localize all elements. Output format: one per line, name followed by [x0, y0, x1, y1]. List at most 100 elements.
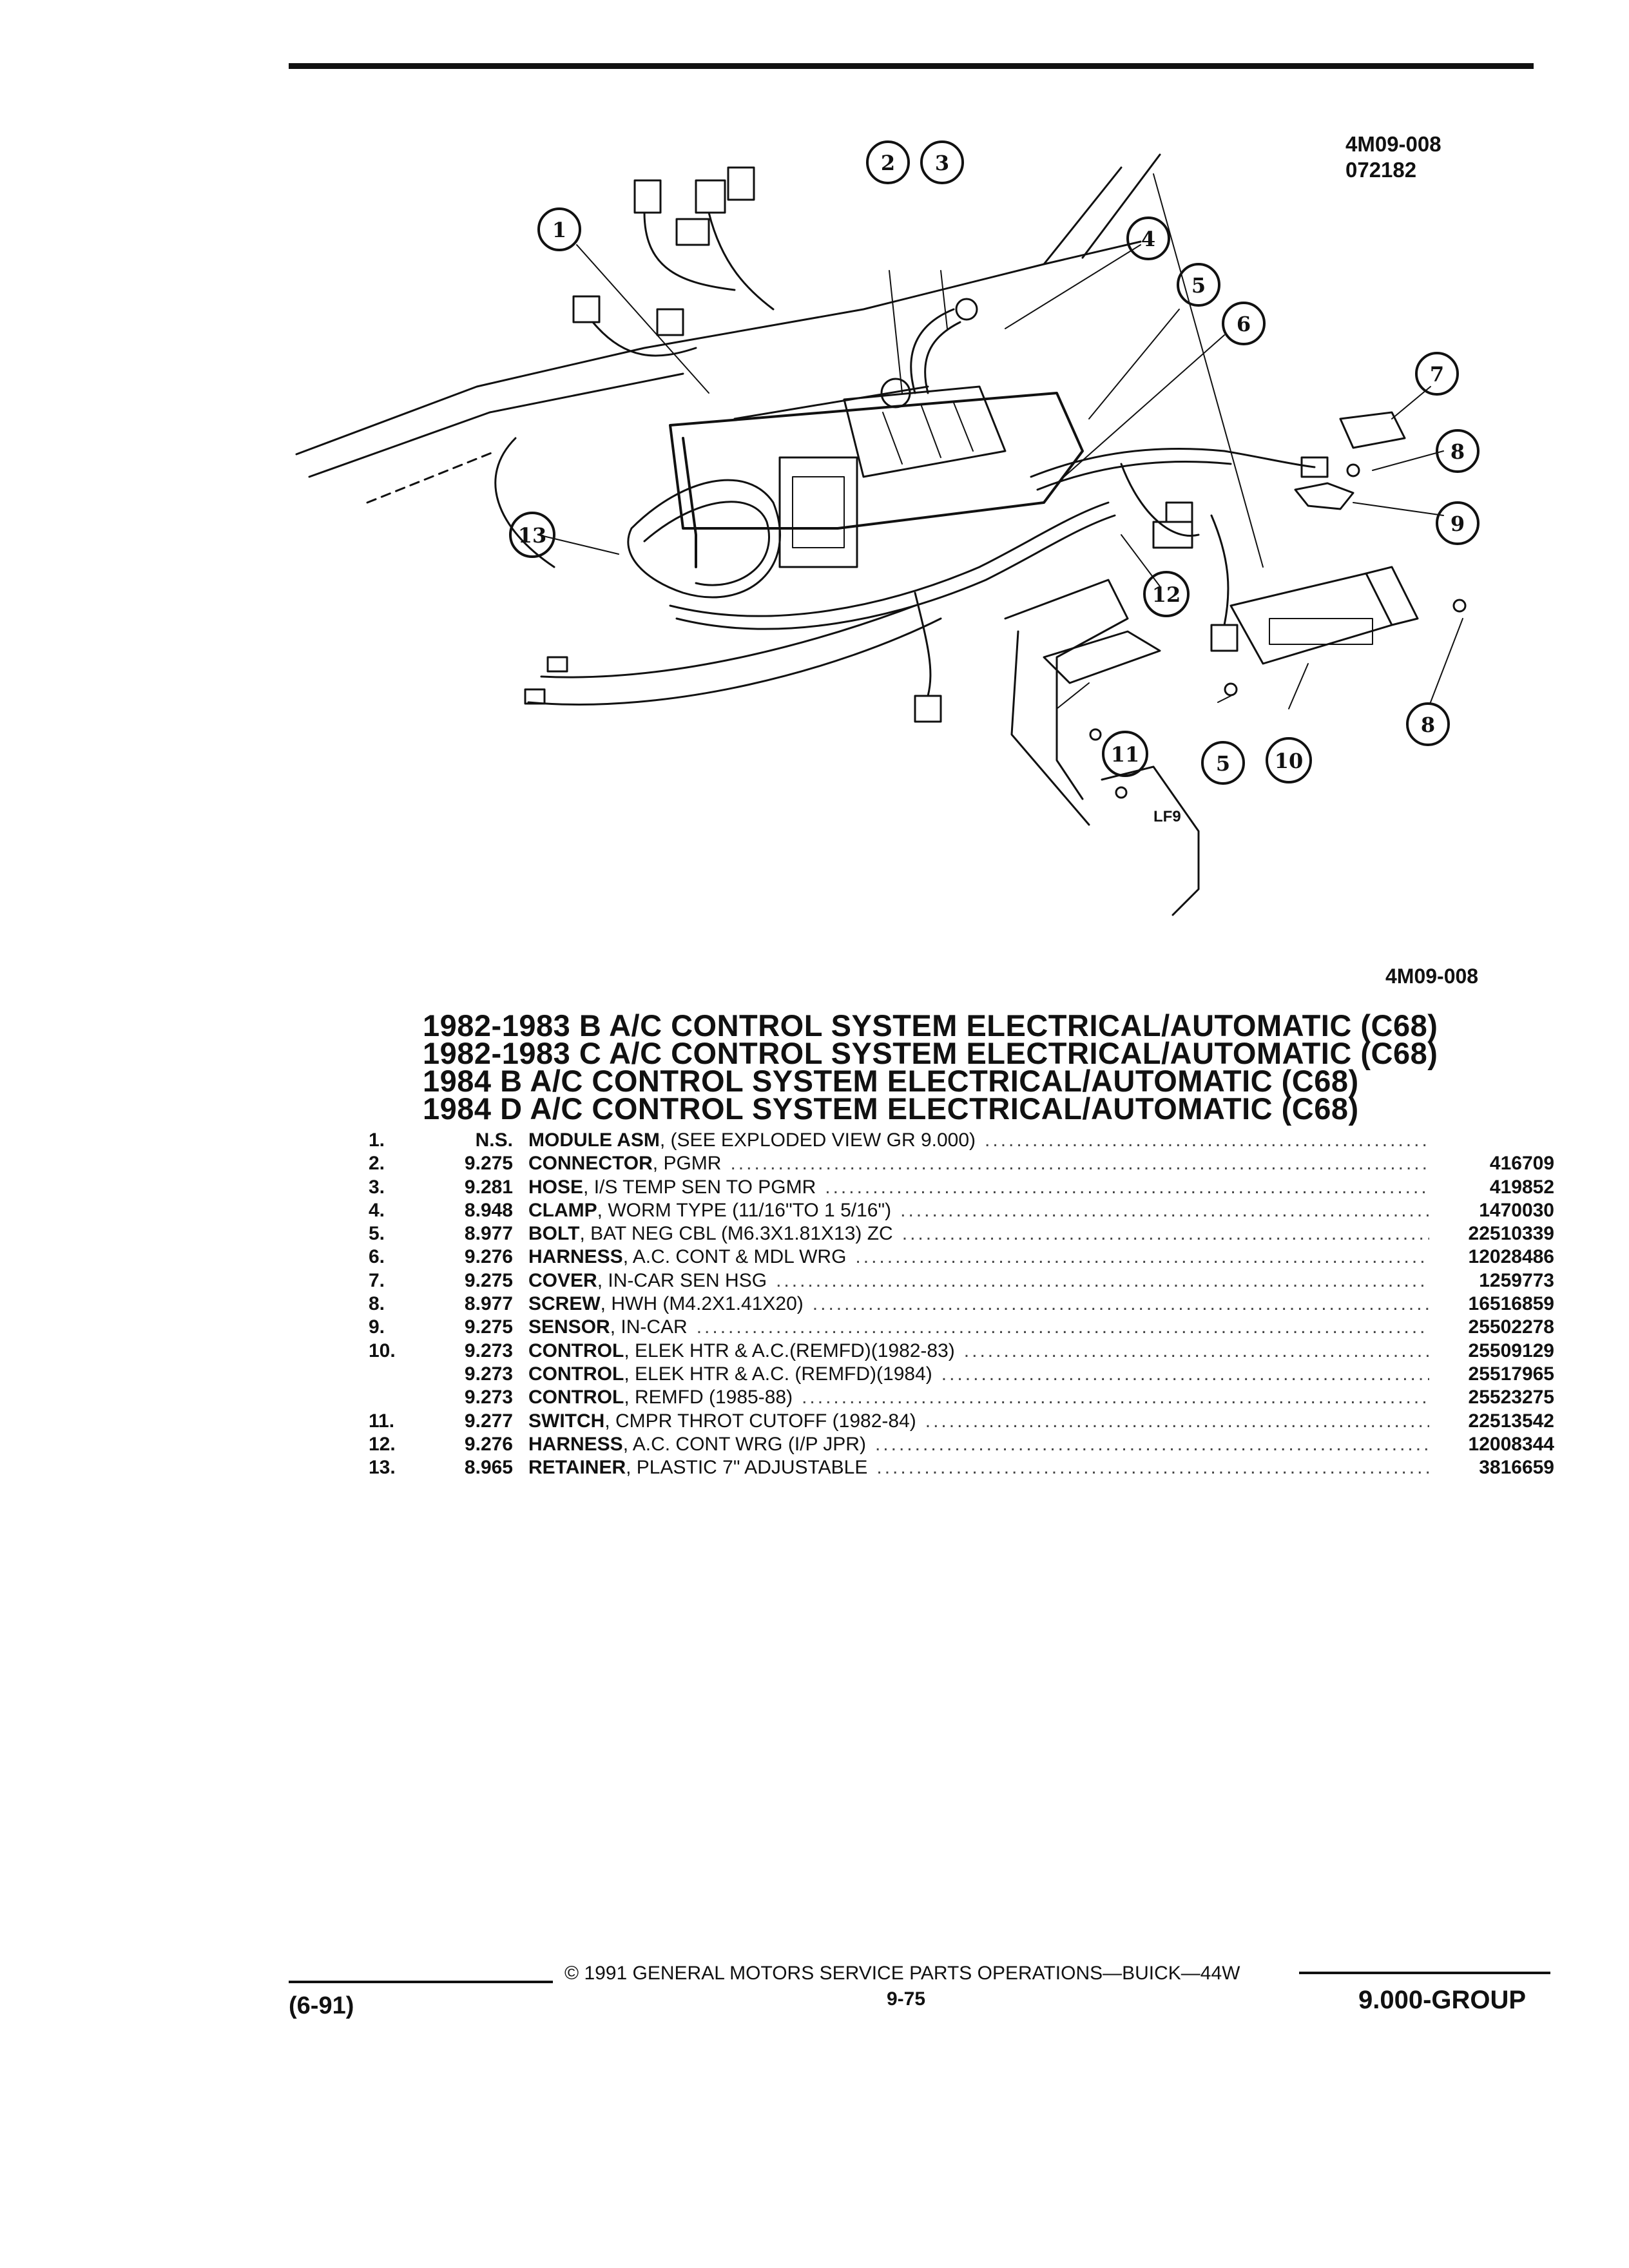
- section-title: 1982-1983 B A/C CONTROL SYSTEM ELECTRICA…: [423, 1008, 1438, 1043]
- part-description: , IN-CAR: [610, 1316, 688, 1338]
- page-number: 9-75: [887, 1988, 926, 2010]
- part-item-number: 3.: [369, 1176, 385, 1198]
- part-description: , HWH (M4.2X1.41X20): [600, 1293, 804, 1315]
- part-item-number: 11.: [369, 1410, 395, 1432]
- svg-text:5: 5: [1216, 751, 1230, 776]
- svg-text:13: 13: [518, 523, 547, 548]
- part-group-number: 9.273: [464, 1340, 513, 1361]
- part-name: HARNESS: [528, 1433, 623, 1455]
- dot-leader: ........................................…: [941, 1363, 1429, 1385]
- group-label: 9.000-GROUP: [1358, 1986, 1527, 2014]
- dashboard-outline: [295, 153, 1264, 568]
- copyright-line: © 1991 GENERAL MOTORS SERVICE PARTS OPER…: [564, 1963, 1240, 1984]
- part-name: SCREW: [528, 1293, 601, 1315]
- svg-text:8: 8: [1421, 713, 1435, 737]
- part-group-number: 9.273: [464, 1363, 513, 1385]
- wiring-harness: [527, 447, 1316, 706]
- callout-3: 3: [920, 140, 964, 184]
- part-description: , A.C. CONT WRG (I/P JPR): [622, 1433, 866, 1455]
- callout-5: 5: [1177, 263, 1220, 307]
- part-group-number: 9.281: [464, 1176, 513, 1198]
- callout-12: 12: [1143, 571, 1190, 617]
- part-number: 3816659: [1479, 1457, 1554, 1479]
- part-description: , PGMR: [652, 1153, 722, 1175]
- part-name: CONNECTOR: [528, 1153, 653, 1175]
- dot-leader: ........................................…: [925, 1410, 1429, 1432]
- figure-date: 072182: [1345, 158, 1417, 182]
- svg-text:7: 7: [1430, 362, 1444, 387]
- part-group-number: 9.275: [464, 1153, 513, 1175]
- section-title: 1984 B A/C CONTROL SYSTEM ELECTRICAL/AUT…: [423, 1064, 1359, 1098]
- part-number: 22510339: [1468, 1223, 1554, 1245]
- part-description: , REMFD (1985-88): [624, 1387, 793, 1408]
- part-number: 416709: [1489, 1153, 1554, 1175]
- part-number: 1470030: [1479, 1199, 1554, 1221]
- part-name: RETAINER: [528, 1457, 626, 1479]
- part-description: , (SEE EXPLODED VIEW GR 9.000): [659, 1129, 976, 1151]
- top-rule: [289, 63, 1534, 69]
- part-group-number: 9.275: [464, 1269, 513, 1291]
- dot-leader: ........................................…: [730, 1153, 1429, 1175]
- revision-date: (6-91): [289, 1992, 354, 2019]
- dot-leader: ........................................…: [825, 1176, 1429, 1198]
- exploded-view-diagram: 1 2 3 4 5 6 7 8 8 9 10 11 12 13 5 LF9: [295, 140, 1480, 916]
- part-name: CONTROL: [528, 1387, 624, 1408]
- part-number: 12008344: [1468, 1433, 1554, 1455]
- footer-rule-left: [289, 1981, 553, 1983]
- dot-leader: ........................................…: [874, 1433, 1429, 1455]
- part-name: CONTROL: [528, 1340, 624, 1361]
- dot-leader: ........................................…: [812, 1293, 1429, 1315]
- part-description: , A.C. CONT & MDL WRG: [622, 1246, 847, 1268]
- callout-10: 10: [1266, 737, 1312, 783]
- part-group-number: 9.273: [464, 1387, 513, 1408]
- view-label: LF9: [1153, 808, 1181, 825]
- dot-leader: ........................................…: [963, 1340, 1429, 1361]
- hose-assembly: [880, 298, 978, 408]
- dot-leader: ........................................…: [855, 1246, 1429, 1268]
- figure-code: 4M09-008: [1345, 132, 1441, 156]
- part-group-number: 9.277: [464, 1410, 513, 1432]
- module-housing: [669, 385, 1084, 568]
- part-name: SWITCH: [528, 1410, 605, 1432]
- svg-text:8: 8: [1451, 439, 1465, 464]
- dot-leader: ........................................…: [985, 1129, 1429, 1151]
- connectors: [524, 166, 1329, 723]
- part-item-number: 5.: [369, 1223, 385, 1245]
- part-item-number: 4.: [369, 1199, 385, 1221]
- part-description: , WORM TYPE (11/16"TO 1 5/16"): [597, 1199, 892, 1221]
- part-name: MODULE ASM: [528, 1129, 660, 1151]
- part-name: CLAMP: [528, 1199, 597, 1221]
- part-description: , ELEK HTR & A.C.(REMFD)(1982-83): [624, 1340, 955, 1361]
- part-name: BOLT: [528, 1223, 580, 1245]
- part-item-number: 12.: [369, 1433, 396, 1455]
- callout-9: 9: [1436, 501, 1480, 545]
- part-name: HOSE: [528, 1176, 584, 1198]
- leader-lines: [537, 244, 1463, 709]
- part-number: 25517965: [1468, 1363, 1554, 1385]
- pedal-bracket: [1004, 579, 1238, 916]
- parts-list: 1.N.S.MODULE ASM, (SEE EXPLODED VIEW GR …: [369, 1129, 1554, 1479]
- callout-8-bottom: 8: [1406, 702, 1450, 746]
- part-number: 25502278: [1468, 1316, 1554, 1338]
- part-number: 25509129: [1468, 1340, 1554, 1361]
- svg-text:4: 4: [1141, 227, 1155, 251]
- part-group-number: 9.276: [464, 1246, 513, 1268]
- part-group-number: 8.977: [464, 1293, 513, 1315]
- section-title: 1984 D A/C CONTROL SYSTEM ELECTRICAL/AUT…: [423, 1091, 1359, 1126]
- svg-text:6: 6: [1237, 312, 1251, 336]
- part-item-number: 10.: [369, 1340, 396, 1361]
- svg-text:3: 3: [935, 151, 949, 175]
- dot-leader: ........................................…: [802, 1387, 1429, 1408]
- part-description: , I/S TEMP SEN TO PGMR: [583, 1176, 816, 1198]
- control-head: [1229, 566, 1467, 665]
- parts-row: 3. 9.281 HOSE, I/S TEMP SEN TO PGMR.......…: [369, 1176, 1554, 1199]
- callouts: 1 2 3 4 5 6 7 8 8 9 10 11 12 13 5: [509, 140, 1480, 785]
- section-title: 1982-1983 C A/C CONTROL SYSTEM ELECTRICA…: [423, 1036, 1438, 1070]
